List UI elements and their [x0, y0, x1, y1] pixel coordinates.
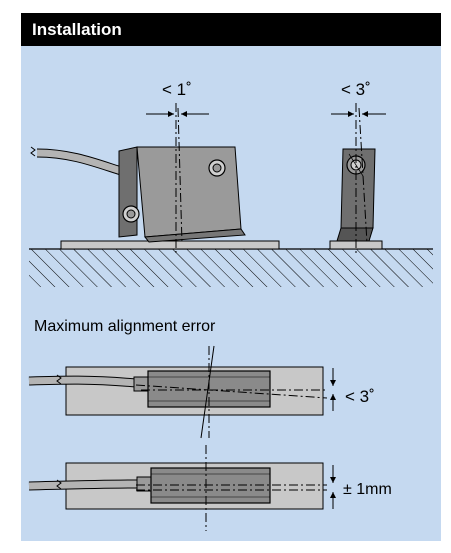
alignment-marks-side: [331, 103, 386, 253]
panel-header: Installation: [21, 13, 441, 46]
caption-alignment-error: Maximum alignment error: [34, 318, 216, 335]
panel-title: Installation: [32, 20, 122, 39]
installation-diagram: < 1˚ < 3˚ Maximum alignment error: [28, 80, 433, 531]
top-view-angle: [28, 345, 336, 439]
installation-panel: Installation: [21, 13, 441, 541]
angle-label-side: < 3˚: [341, 80, 371, 99]
mounting-plate-main: [60, 240, 280, 250]
sensor-cable-side: [30, 146, 123, 176]
top-view-offset: [28, 445, 336, 531]
offset-label-top: ± 1mm: [343, 481, 392, 498]
angle-label-main: < 1˚: [162, 80, 192, 99]
alignment-marks-main: [146, 103, 209, 253]
sensor-body-main: [118, 146, 246, 243]
ground-hatching: [29, 248, 433, 287]
angle-label-top: < 3˚: [345, 387, 375, 406]
